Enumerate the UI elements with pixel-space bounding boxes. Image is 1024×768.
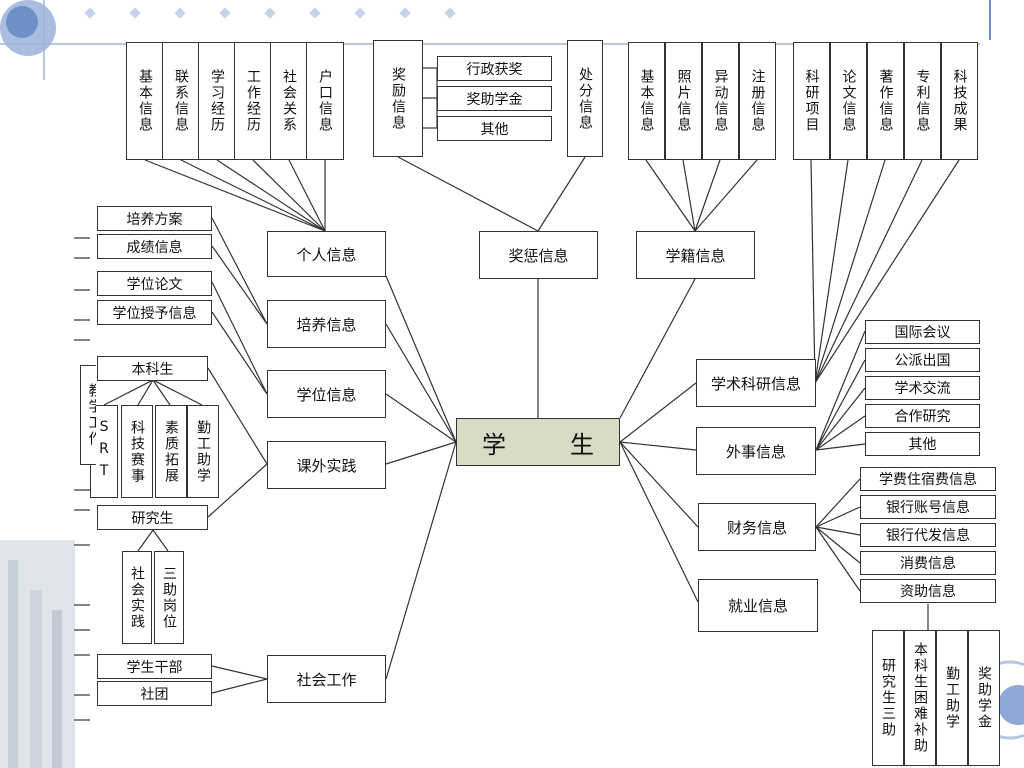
rewards-item-punishment: 处分信息 [567, 40, 603, 157]
node-degree-info: 学位信息 [267, 370, 386, 418]
foreign-item-cooperation: 合作研究 [865, 404, 980, 428]
corner-inner-circle-decoration [6, 6, 38, 38]
personal-item-social-relations: 社会关系 [270, 42, 308, 160]
enroll-item-basic: 基本信息 [628, 42, 665, 160]
node-foreign-affairs: 外事信息 [696, 427, 816, 475]
extra-undergrad: 本科生 [97, 356, 208, 381]
extra-undergrad-competitions: 科技赛事 [121, 405, 153, 498]
finance-item-bank-payments: 银行代发信息 [860, 523, 996, 547]
aid-item-scholarship: 奖助学金 [968, 630, 1000, 766]
extra-grad: 研究生 [97, 505, 208, 530]
extra-grad-assistantships: 三助岗位 [154, 551, 184, 644]
training-item-plan: 培养方案 [97, 206, 212, 231]
degree-item-conferral: 学位授予信息 [97, 300, 212, 325]
node-training-info: 培养信息 [267, 300, 386, 348]
degree-item-thesis: 学位论文 [97, 271, 212, 296]
reward-sub-scholarship: 奖助学金 [437, 86, 552, 111]
social-item-cadre: 学生干部 [97, 654, 212, 679]
aid-item-undergrad-hardship: 本科生困难补助 [904, 630, 936, 766]
node-enrollment-info: 学籍信息 [636, 231, 755, 279]
social-item-club: 社团 [97, 681, 212, 706]
clipped-left-fragment: 教学工作 [74, 225, 96, 745]
foreign-item-conference: 国际会议 [865, 320, 980, 344]
research-item-papers: 论文信息 [830, 42, 867, 160]
aid-item-grad-assist: 研究生三助 [872, 630, 904, 766]
training-item-grades: 成绩信息 [97, 234, 212, 259]
node-employment-info: 就业信息 [698, 579, 818, 632]
finance-item-aid: 资助信息 [860, 579, 996, 603]
node-finance-info: 财务信息 [698, 503, 816, 551]
extra-undergrad-workstudy: 勤工助学 [187, 405, 219, 498]
foreign-item-other: 其他 [865, 432, 980, 456]
extra-undergrad-srt: SRT [90, 405, 118, 498]
personal-item-residence: 户口信息 [306, 42, 344, 160]
node-social-work: 社会工作 [267, 655, 386, 703]
research-item-projects: 科研项目 [793, 42, 830, 160]
node-research-info: 学术科研信息 [696, 359, 816, 407]
research-item-books: 著作信息 [867, 42, 904, 160]
aid-item-workstudy: 勤工助学 [936, 630, 968, 766]
research-item-patents: 专利信息 [904, 42, 941, 160]
rewards-item-reward: 奖励信息 [373, 40, 423, 157]
reward-sub-other: 其他 [437, 116, 552, 141]
extra-grad-social-practice: 社会实践 [122, 551, 152, 644]
personal-item-contact: 联系信息 [162, 42, 200, 160]
node-extracurricular: 课外实践 [267, 441, 386, 489]
node-personal-info: 个人信息 [267, 231, 386, 277]
node-rewards-info: 奖惩信息 [479, 231, 598, 279]
enroll-item-photo: 照片信息 [665, 42, 702, 160]
personal-item-work: 工作经历 [234, 42, 272, 160]
tree-connectors [74, 67, 960, 721]
enroll-item-registration: 注册信息 [739, 42, 776, 160]
foreign-item-abroad: 公派出国 [865, 348, 980, 372]
extra-undergrad-quality: 素质拓展 [155, 405, 187, 498]
center-node-student: 学 生 [456, 418, 620, 466]
reward-sub-admin-award: 行政获奖 [437, 56, 552, 81]
research-item-achievements: 科技成果 [941, 42, 978, 160]
personal-item-basic: 基本信息 [126, 42, 164, 160]
finance-item-bank-account: 银行账号信息 [860, 495, 996, 519]
finance-item-tuition: 学费住宿费信息 [860, 467, 996, 491]
foreign-item-exchange: 学术交流 [865, 376, 980, 400]
enroll-item-change: 异动信息 [702, 42, 739, 160]
clipped-fragment-box: 教学工作 [80, 365, 96, 465]
personal-item-education: 学习经历 [198, 42, 236, 160]
finance-item-consumption: 消费信息 [860, 551, 996, 575]
